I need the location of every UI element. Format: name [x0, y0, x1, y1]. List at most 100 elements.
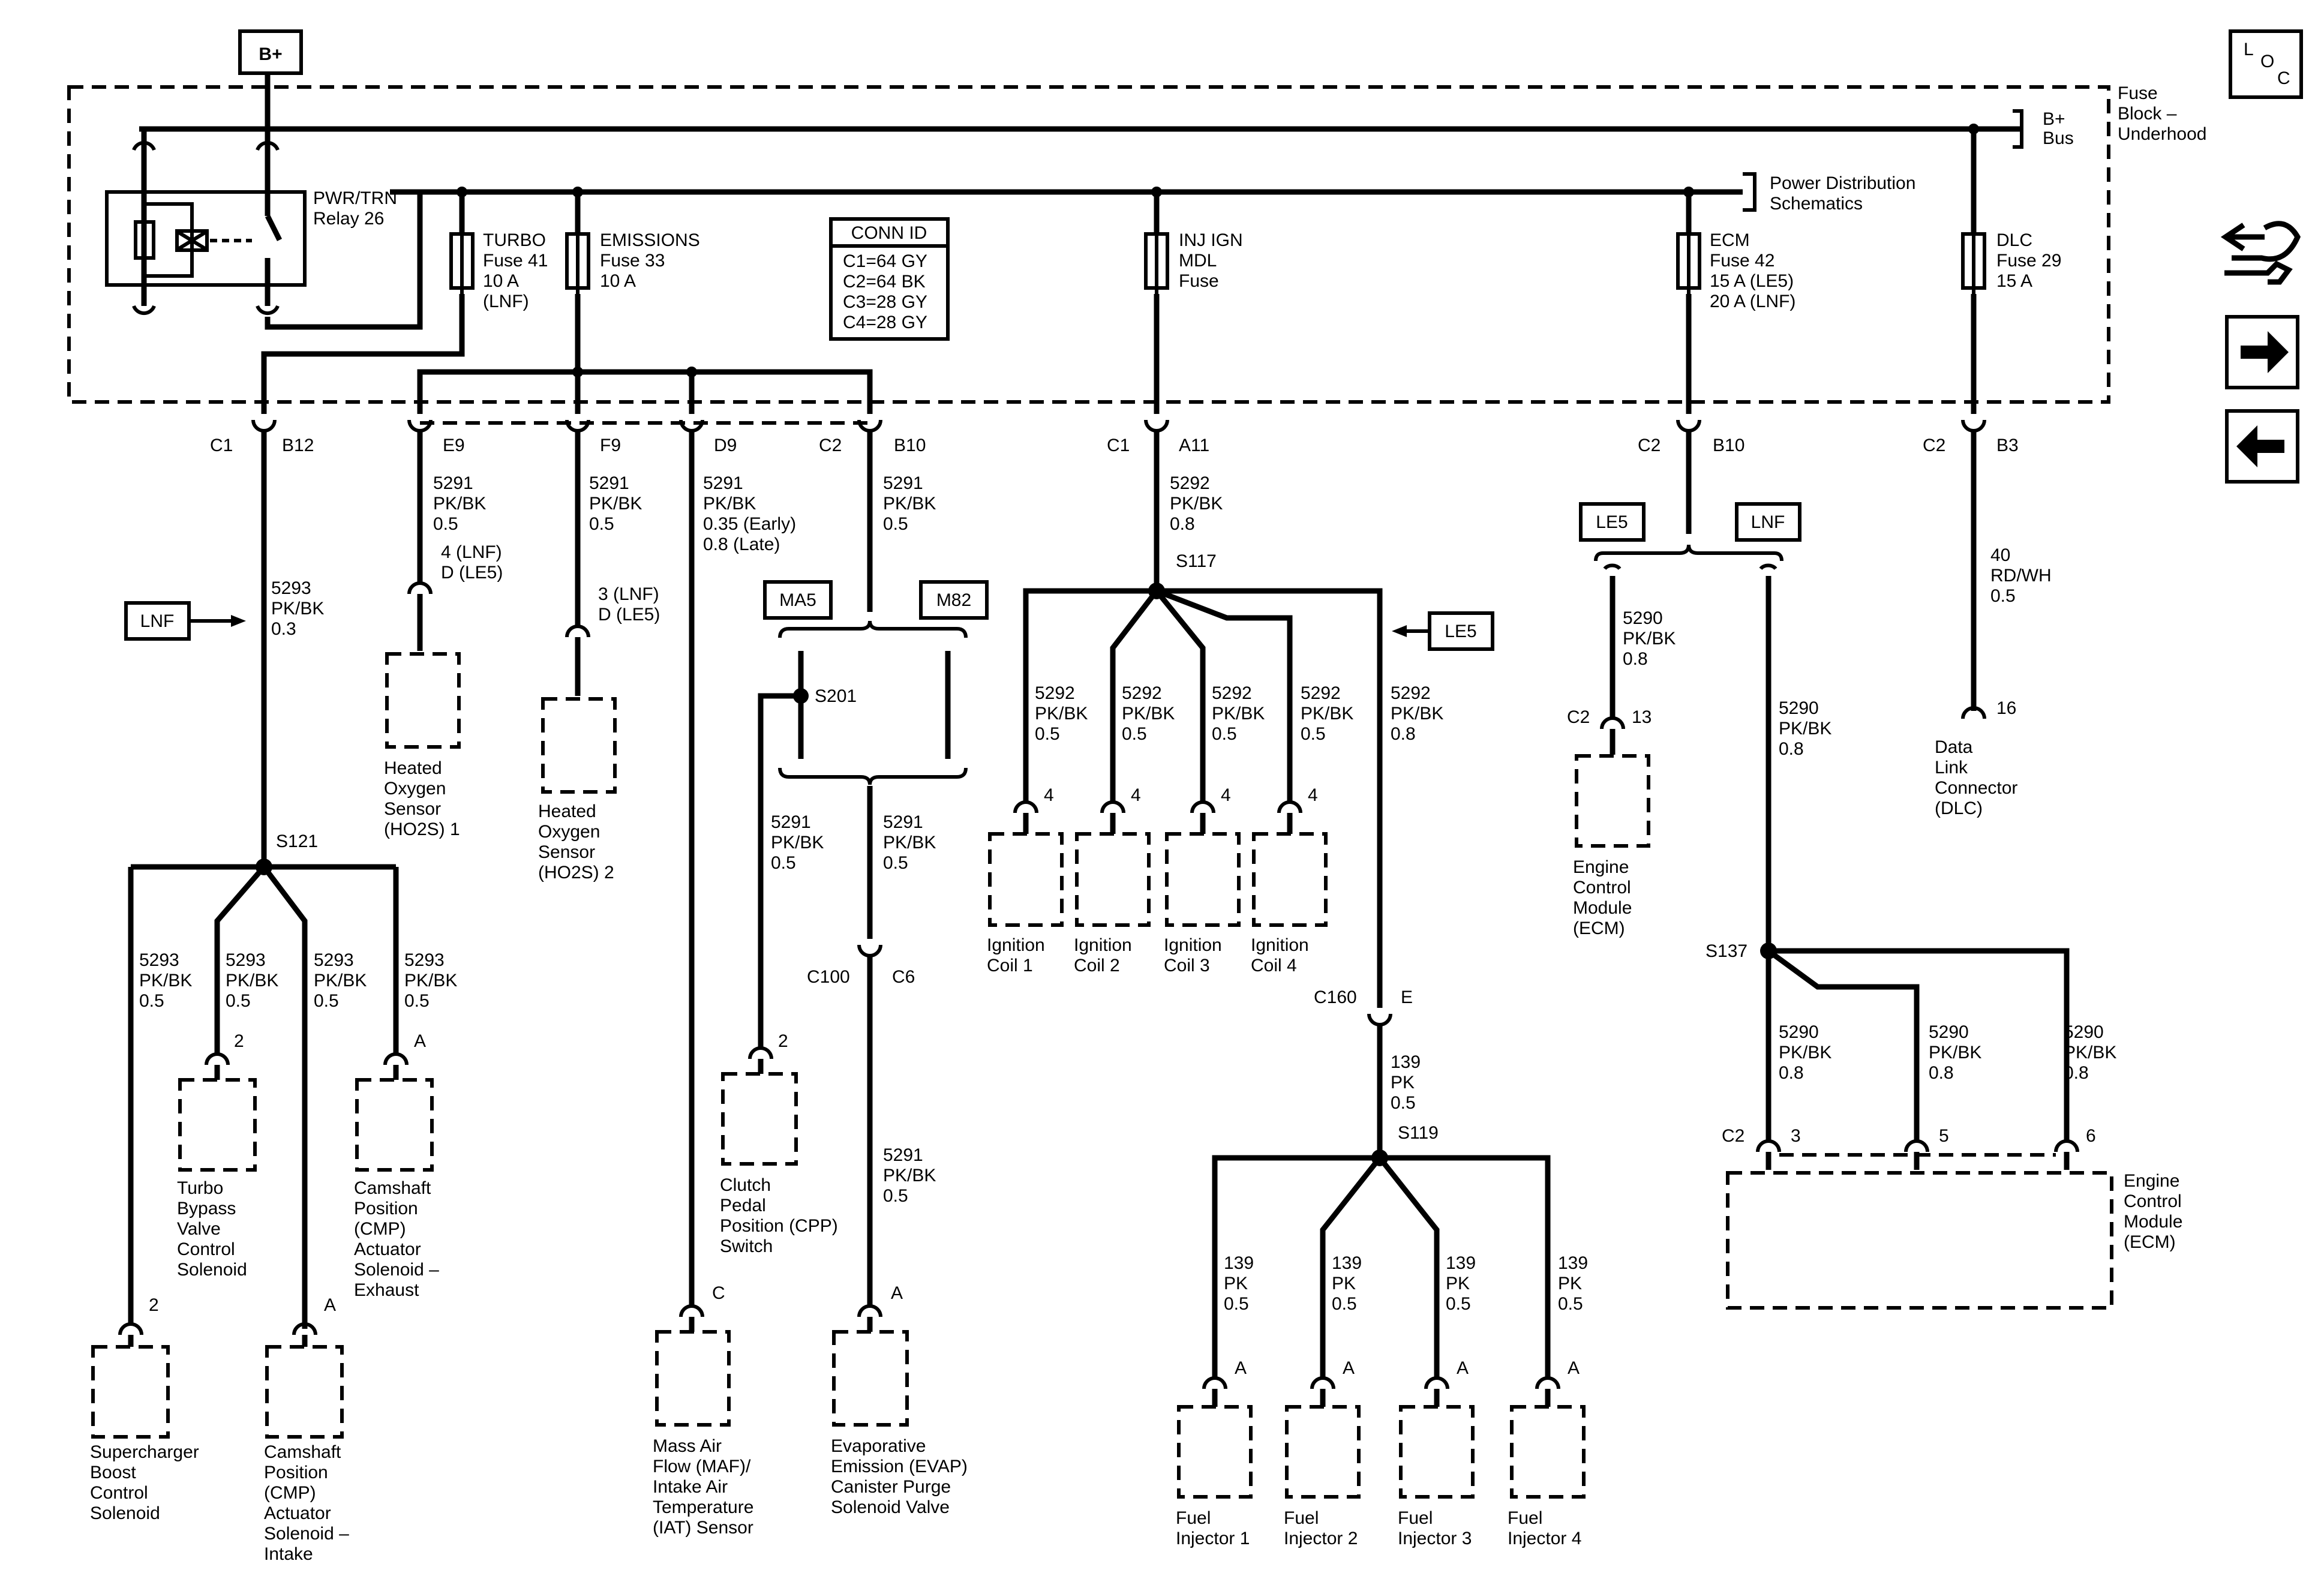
svg-text:C2: C2 — [819, 436, 842, 455]
svg-text:E9: E9 — [443, 436, 465, 455]
b-plus-tag — [238, 29, 303, 75]
svg-text:C: C — [712, 1283, 725, 1303]
relay-coil-icon — [134, 220, 155, 260]
svg-text:2: 2 — [149, 1295, 159, 1315]
fuse-block-outline — [67, 85, 2110, 404]
svg-text:C1: C1 — [1107, 436, 1130, 455]
splice-s119-label: S119 — [1398, 1123, 1439, 1143]
svg-text:4: 4 — [1308, 785, 1318, 805]
svg-text:C: C — [2277, 68, 2290, 88]
svg-text:A: A — [414, 1031, 426, 1051]
svg-text:LE5: LE5 — [1445, 622, 1476, 641]
conn-id-title: CONN ID — [851, 223, 927, 243]
svg-text:2: 2 — [778, 1031, 788, 1051]
svg-text:4 (LNF)D (LE5): 4 (LNF)D (LE5) — [441, 542, 503, 583]
svg-text:B12: B12 — [282, 436, 314, 455]
splice-s137-label: S137 — [1706, 941, 1747, 961]
conn-id-box — [829, 217, 950, 341]
wire-5293-branch-3 — [262, 865, 308, 1329]
variant-brace-top — [778, 620, 968, 638]
svg-text:C2: C2 — [1638, 436, 1661, 455]
inline-connector-c100: C100 C6 — [807, 944, 915, 1308]
relay-label: PWR/TRN Relay 26 — [313, 188, 402, 229]
pwr-trn-relay-box — [105, 190, 307, 287]
svg-text:13: 13 — [1632, 707, 1652, 727]
svg-text:LE5: LE5 — [1596, 512, 1628, 532]
svg-text:C2: C2 — [1722, 1126, 1744, 1146]
svg-text:5: 5 — [1939, 1126, 1949, 1146]
svg-text:4: 4 — [1221, 785, 1231, 805]
svg-text:16: 16 — [1996, 698, 2016, 718]
svg-text:B3: B3 — [1996, 436, 2019, 455]
loc-icon[interactable]: L O C — [2229, 29, 2303, 99]
svg-text:A: A — [1568, 1358, 1580, 1378]
svg-text:A: A — [1235, 1358, 1247, 1378]
svg-text:A: A — [1343, 1358, 1355, 1378]
forward-arrow-icon[interactable] — [2225, 315, 2299, 389]
svg-text:C1: C1 — [210, 436, 233, 455]
back-arrow-icon[interactable] — [2225, 409, 2299, 484]
conn-id-rows: C1=64 GY C2=64 BK C3=28 GY C4=28 GY — [843, 251, 932, 332]
svg-text:A11: A11 — [1179, 436, 1209, 455]
svg-text:B10: B10 — [894, 436, 926, 455]
svg-text:C2: C2 — [1567, 707, 1590, 727]
variant-brace-bottom — [778, 767, 968, 785]
fuse-block-label: Fuse Block – Underhood — [2118, 83, 2206, 144]
svg-text:A: A — [891, 1283, 903, 1303]
svg-text:3 (LNF)D (LE5): 3 (LNF)D (LE5) — [598, 584, 660, 625]
svg-text:3: 3 — [1791, 1126, 1801, 1146]
inline-connector-c160: C160 E — [1314, 987, 1413, 1158]
variant-tag-m82 — [919, 580, 989, 620]
svg-text:M82: M82 — [936, 590, 971, 610]
